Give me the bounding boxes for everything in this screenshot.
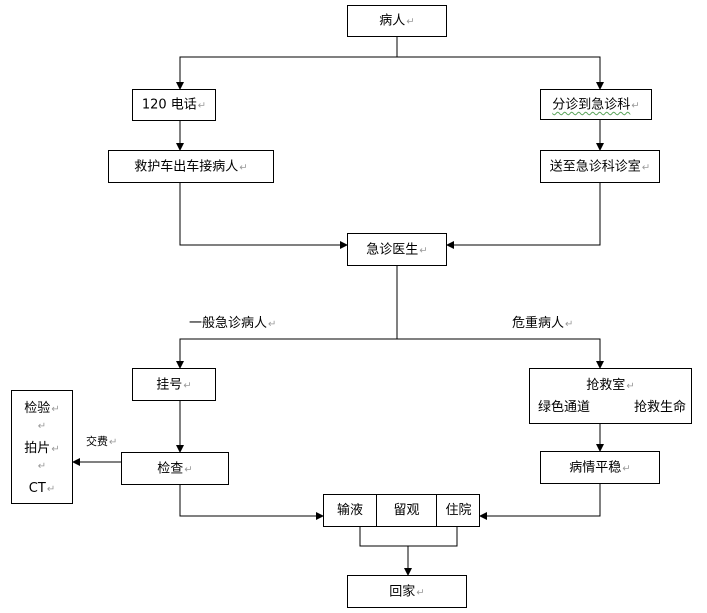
edge-outcomes-bracket: [359, 527, 458, 547]
outcome-infusion: 输液: [336, 503, 363, 518]
label-general-patient: 一般急诊病人↵: [189, 316, 277, 331]
return-mark: ↵: [184, 464, 193, 475]
edge-stable-to-outcomes: [479, 484, 601, 520]
node-rescue-room: 抢救室↵ 绿色通道 抢救生命: [529, 368, 692, 424]
return-mark: ↵: [183, 380, 192, 391]
edge-doctor-to-rescue: [397, 338, 604, 369]
rescue-room-title: 抢救室↵: [586, 378, 635, 393]
label-fee: 交费↵: [86, 435, 118, 448]
outcome-hospitalize: 住院: [445, 503, 472, 518]
node-outcomes: 输液 留观 住院: [323, 494, 480, 527]
node-exam: 检查↵: [121, 452, 229, 485]
test-lab: 检验↵: [24, 401, 60, 416]
return-mark: ↵: [406, 16, 415, 28]
node-stable: 病情平稳↵: [540, 451, 660, 484]
return-mark: ↵: [37, 461, 47, 472]
return-mark: ↵: [641, 162, 651, 173]
node-tests: 检验↵ ↵ 拍片↵ ↵ CT↵: [11, 390, 73, 504]
return-mark: ↵: [416, 587, 425, 598]
edge-ambulance-to-doctor: [179, 183, 348, 249]
node-patient: 病人↵: [347, 5, 447, 37]
node-register: 挂号↵: [132, 368, 216, 401]
node-phone-120: 120 电话↵: [132, 89, 216, 121]
label-critical-patient: 危重病人↵: [512, 316, 574, 331]
node-home: 回家↵: [347, 575, 467, 608]
return-mark: ↵: [37, 421, 47, 432]
node-triage: 分诊到急诊科↵: [540, 89, 652, 120]
edge-patient-to-triage: [397, 56, 604, 90]
return-mark: ↵: [622, 463, 631, 474]
edge-doctor-to-register: [176, 338, 397, 369]
node-to-room: 送至急诊科诊室↵: [540, 150, 660, 183]
outcome-observe: 留观: [393, 503, 420, 518]
return-mark: ↵: [419, 245, 428, 256]
return-mark: ↵: [197, 100, 207, 112]
return-mark: ↵: [239, 162, 248, 173]
rescue-room-green-channel: 绿色通道: [538, 400, 591, 415]
test-ct: CT↵: [28, 481, 56, 496]
edge-patient-to-120: [176, 37, 398, 90]
node-ambulance: 救护车出车接病人↵: [108, 150, 274, 183]
edge-exam-to-outcomes: [179, 485, 324, 520]
return-mark: ↵: [631, 100, 640, 111]
rescue-room-save-life: 抢救生命: [633, 400, 686, 415]
edge-room-to-doctor: [446, 183, 601, 249]
test-xray: 拍片↵: [24, 441, 60, 456]
node-doctor: 急诊医生↵: [347, 233, 447, 266]
